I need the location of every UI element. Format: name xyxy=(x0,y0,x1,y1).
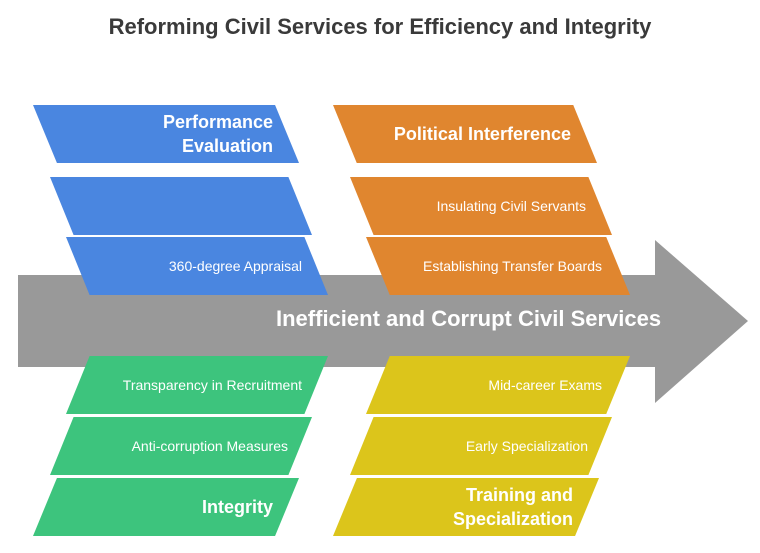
category-integrity: Integrity xyxy=(33,478,299,536)
cause-performance-2: 360-degree Appraisal xyxy=(66,237,328,295)
cause-training-2: Early Specialization xyxy=(350,417,612,475)
cause-integrity-1: Transparency in Recruitment xyxy=(66,356,328,414)
cause-label: Insulating Civil Servants xyxy=(436,198,586,214)
cause-label: Anti-corruption Measures xyxy=(131,438,288,454)
category-label-line1: Training and xyxy=(465,485,573,505)
category-training-specialization: Training and Specialization xyxy=(333,478,599,536)
cause-label: Transparency in Recruitment xyxy=(122,377,302,393)
cause-label: Early Specialization xyxy=(465,438,588,454)
cause-political-1: Insulating Civil Servants xyxy=(350,177,612,235)
category-label-line1: Performance xyxy=(162,112,273,132)
cause-performance-1 xyxy=(50,177,312,235)
category-label: Training and Specialization xyxy=(453,483,573,531)
category-label-line2: Evaluation xyxy=(181,136,273,156)
category-label-line2: Specialization xyxy=(452,509,573,529)
cause-label: Mid-career Exams xyxy=(488,377,602,393)
category-political-interference: Political Interference xyxy=(333,105,597,163)
cause-training-1: Mid-career Exams xyxy=(366,356,630,414)
cause-label: Establishing Transfer Boards xyxy=(423,258,602,274)
category-label: Political Interference xyxy=(393,124,571,144)
cause-political-2: Establishing Transfer Boards xyxy=(366,237,630,295)
spine-label: Inefficient and Corrupt Civil Services xyxy=(276,306,662,331)
category-label: Integrity xyxy=(201,497,273,517)
category-label: Performance Evaluation xyxy=(163,110,273,158)
cause-integrity-2: Anti-corruption Measures xyxy=(50,417,312,475)
cause-label: 360-degree Appraisal xyxy=(168,258,302,274)
category-performance-evaluation: Performance Evaluation xyxy=(33,105,299,163)
diagram-title: Reforming Civil Services for Efficiency … xyxy=(108,14,652,39)
